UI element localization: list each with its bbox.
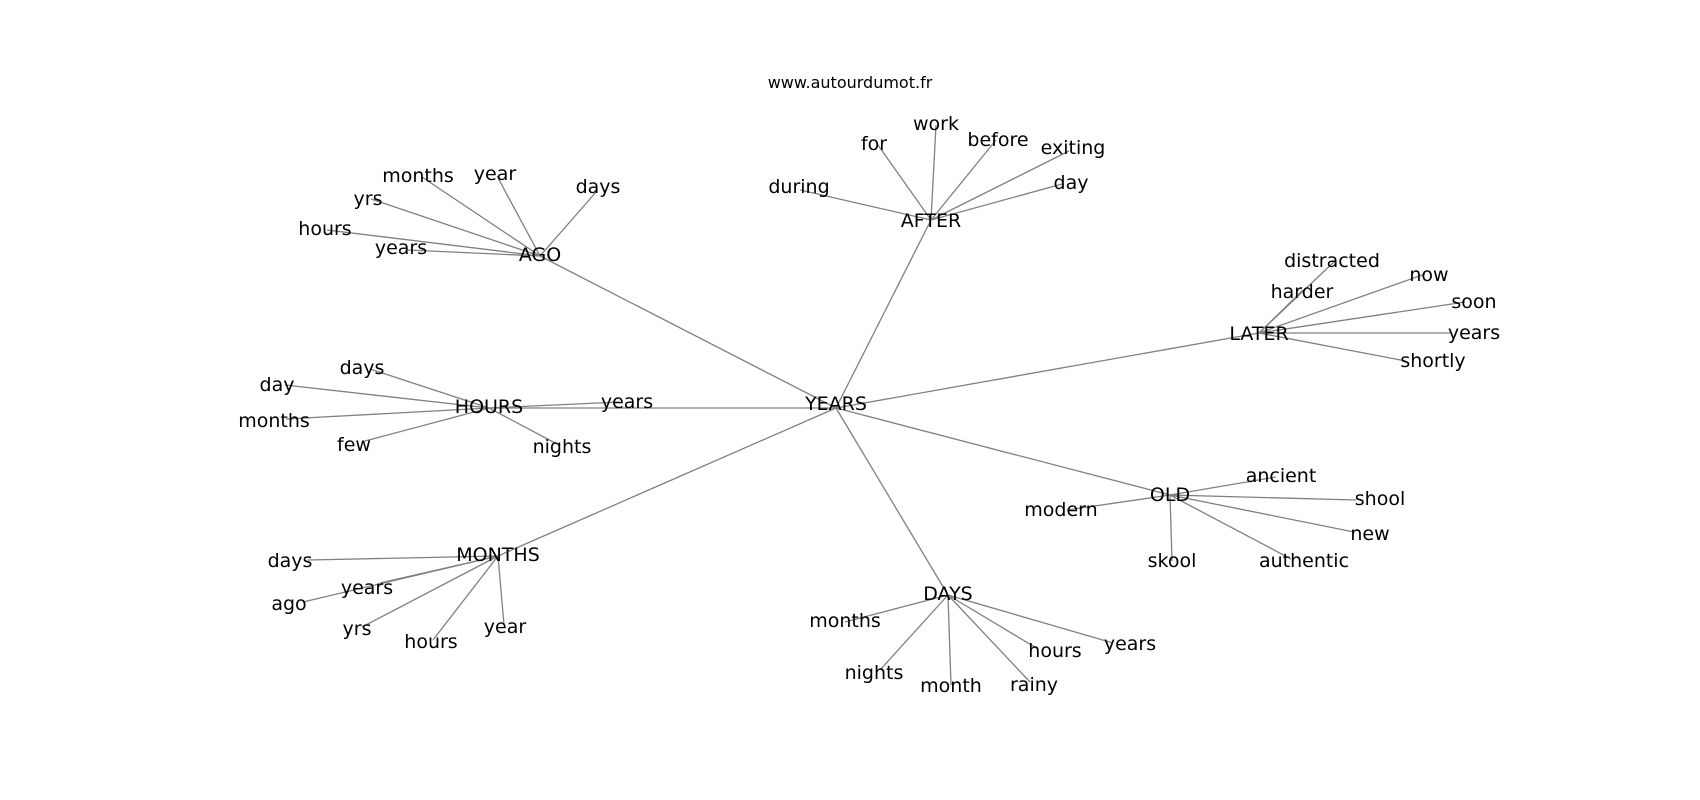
hub-leaf-edge <box>1258 273 1426 334</box>
leaf-label[interactable]: soon <box>1451 291 1496 313</box>
leaf-label[interactable]: for <box>861 133 887 155</box>
leaf-label[interactable]: harder <box>1271 281 1334 303</box>
leaf-label[interactable]: nights <box>845 662 904 684</box>
hub-label-months[interactable]: MONTHS <box>456 544 540 566</box>
leaf-label[interactable]: day <box>1054 172 1089 194</box>
center-hub-edge <box>497 407 837 557</box>
hub-leaf-edge <box>930 139 997 221</box>
labels-layer: www.autourdumot.fr YEARS AGO months year… <box>238 73 1500 697</box>
hub-leaf-edge <box>1169 494 1355 533</box>
leaf-label[interactable]: months <box>238 410 310 432</box>
hub-label-days[interactable]: DAYS <box>923 583 973 605</box>
leaf-label[interactable]: yrs <box>343 618 372 640</box>
center-hub-edge <box>835 332 1260 409</box>
leaf-label[interactable]: before <box>967 129 1028 151</box>
hub-label-ago[interactable]: AGO <box>519 244 561 266</box>
hub-leaf-edge <box>930 150 1070 221</box>
hub-leaf-edge <box>407 249 541 257</box>
hub-leaf-edge <box>947 594 952 686</box>
leaf-label[interactable]: days <box>268 550 313 572</box>
hub-label-hours[interactable]: HOURS <box>455 396 523 418</box>
center-hub-edge <box>539 255 837 409</box>
leaf-label[interactable]: during <box>768 176 829 198</box>
leaf-label[interactable]: exiting <box>1041 137 1106 159</box>
leaf-label[interactable]: shortly <box>1400 350 1465 372</box>
hub-leaf-edge <box>1066 494 1171 511</box>
site-label[interactable]: www.autourdumot.fr <box>768 73 933 92</box>
leaf-label[interactable]: work <box>913 113 959 135</box>
hub-leaf-edge <box>302 555 499 603</box>
hub-leaf-edge <box>1258 332 1407 362</box>
hub-leaf-edge <box>799 189 932 221</box>
hub-leaf-edge <box>361 555 499 628</box>
hub-leaf-edge <box>326 229 541 257</box>
leaf-label[interactable]: day <box>260 374 295 396</box>
hub-leaf-edge <box>1258 301 1466 334</box>
hub-leaf-edge <box>488 407 558 445</box>
center-hub-edge <box>835 219 932 409</box>
leaf-label[interactable]: nights <box>533 436 592 458</box>
hub-leaf-edge <box>421 176 541 257</box>
leaf-label[interactable]: rainy <box>1010 674 1058 696</box>
leaf-label[interactable]: hours <box>1028 640 1081 662</box>
hub-leaf-edge <box>930 183 1063 221</box>
hub-leaf-edge <box>285 407 490 420</box>
leaf-label[interactable]: year <box>484 616 527 638</box>
hub-label-after[interactable]: AFTER <box>901 210 961 232</box>
hub-leaf-edge <box>497 555 505 626</box>
hub-leaf-edge <box>539 190 598 257</box>
hub-leaf-edge <box>930 124 937 221</box>
hub-leaf-edge <box>844 594 949 623</box>
hub-label-old[interactable]: OLD <box>1150 484 1190 506</box>
hub-label-later[interactable]: LATER <box>1229 323 1288 345</box>
leaf-label[interactable]: hours <box>298 218 351 240</box>
leaf-label[interactable]: months <box>382 165 454 187</box>
hub-leaf-edge <box>1169 494 1357 501</box>
leaf-label[interactable]: years <box>1104 633 1156 655</box>
hub-leaf-edge <box>947 594 1031 683</box>
edges-layer <box>284 124 1466 686</box>
leaf-label[interactable]: modern <box>1024 499 1097 521</box>
leaf-label[interactable]: days <box>340 357 385 379</box>
leaf-label[interactable]: days <box>576 176 621 198</box>
leaf-label[interactable]: years <box>601 391 653 413</box>
leaf-label[interactable]: yrs <box>354 188 383 210</box>
center-hub-edge <box>835 407 949 596</box>
hub-leaf-edge <box>879 594 949 671</box>
leaf-label[interactable]: few <box>337 434 371 456</box>
hub-leaf-edge <box>496 175 541 257</box>
hub-leaf-edge <box>947 594 1039 650</box>
leaf-label[interactable]: years <box>1448 322 1500 344</box>
hub-leaf-edge <box>1258 289 1304 334</box>
leaf-label[interactable]: years <box>375 237 427 259</box>
leaf-label[interactable]: skool <box>1148 550 1197 572</box>
leaf-label[interactable]: shool <box>1355 488 1405 510</box>
hub-leaf-edge <box>877 144 932 221</box>
leaf-label[interactable]: distracted <box>1284 250 1380 272</box>
hub-leaf-edge <box>284 384 490 409</box>
leaf-label[interactable]: hours <box>404 631 457 653</box>
hub-leaf-edge <box>1169 494 1173 562</box>
leaf-label[interactable]: ancient <box>1246 465 1317 487</box>
hub-leaf-edge <box>307 555 499 561</box>
leaf-label[interactable]: month <box>920 675 982 697</box>
leaf-label[interactable]: now <box>1409 264 1448 286</box>
hub-leaf-edge <box>1169 494 1292 560</box>
leaf-label[interactable]: authentic <box>1259 550 1349 572</box>
leaf-label[interactable]: months <box>809 610 881 632</box>
hub-leaf-edge <box>432 555 499 641</box>
leaf-label[interactable]: ago <box>271 593 306 615</box>
hub-leaf-edge <box>947 594 1114 644</box>
hub-leaf-edge <box>369 368 490 409</box>
hub-leaf-edge <box>488 401 621 409</box>
center-node-label[interactable]: YEARS <box>804 393 867 415</box>
leaf-label[interactable]: new <box>1350 523 1389 545</box>
center-hub-edge <box>835 407 1171 496</box>
hub-leaf-edge <box>1169 476 1277 496</box>
leaf-label[interactable]: years <box>341 577 393 599</box>
leaf-label[interactable]: year <box>474 163 517 185</box>
hub-leaf-edge <box>364 407 490 442</box>
hub-leaf-edge <box>370 198 541 257</box>
